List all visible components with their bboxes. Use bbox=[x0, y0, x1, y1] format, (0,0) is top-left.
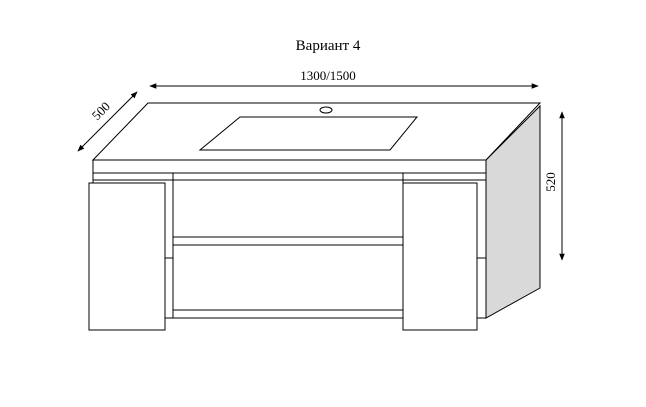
open-shelf bbox=[172, 236, 404, 246]
depth-dimension-line bbox=[77, 91, 138, 152]
width-label: 1300/1500 bbox=[300, 68, 356, 83]
diagram-title: Вариант 4 bbox=[296, 38, 361, 54]
sink-basin bbox=[198, 116, 419, 151]
right-door bbox=[402, 182, 478, 331]
faucet-hole bbox=[319, 106, 333, 114]
height-label: 520 bbox=[543, 172, 558, 192]
countertop-edge bbox=[92, 159, 487, 174]
left-door bbox=[88, 182, 166, 331]
